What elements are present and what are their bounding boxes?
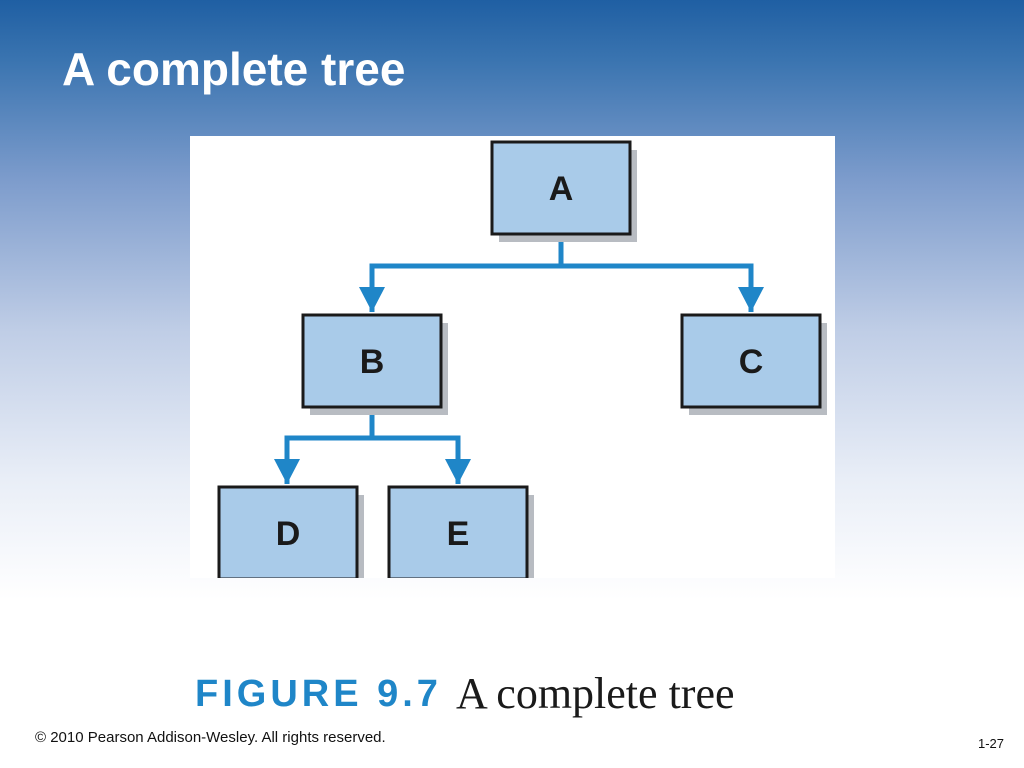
slide-title: A complete tree [62,43,406,95]
node-label: C [739,343,764,381]
connector-b-d [274,407,375,484]
footer-copyright: © 2010 Pearson Addison-Wesley. All right… [35,729,386,746]
tree-diagram-panel: A B C D E [190,136,835,578]
figure-caption: FIGURE 9.7 A complete tree [195,672,735,716]
figure-number: FIGURE 9.7 [195,673,442,715]
tree-node-c: C [680,313,827,415]
connector-a-c [561,263,764,312]
figure-caption-text: A complete tree [455,669,735,718]
tree-node-a: A [490,140,637,242]
tree-connectors [274,236,764,484]
tree-node-b: B [301,313,448,415]
tree-node-e: E [387,485,534,578]
node-label: E [447,515,470,553]
connector-b-e [372,435,471,484]
node-label: A [549,170,574,208]
tree-diagram: A B C D E [217,140,827,578]
tree-node-d: D [217,485,364,578]
connector-a-b [359,236,564,312]
node-label: D [276,515,301,553]
page-number: 1-27 [977,736,1004,751]
node-label: B [360,343,385,381]
